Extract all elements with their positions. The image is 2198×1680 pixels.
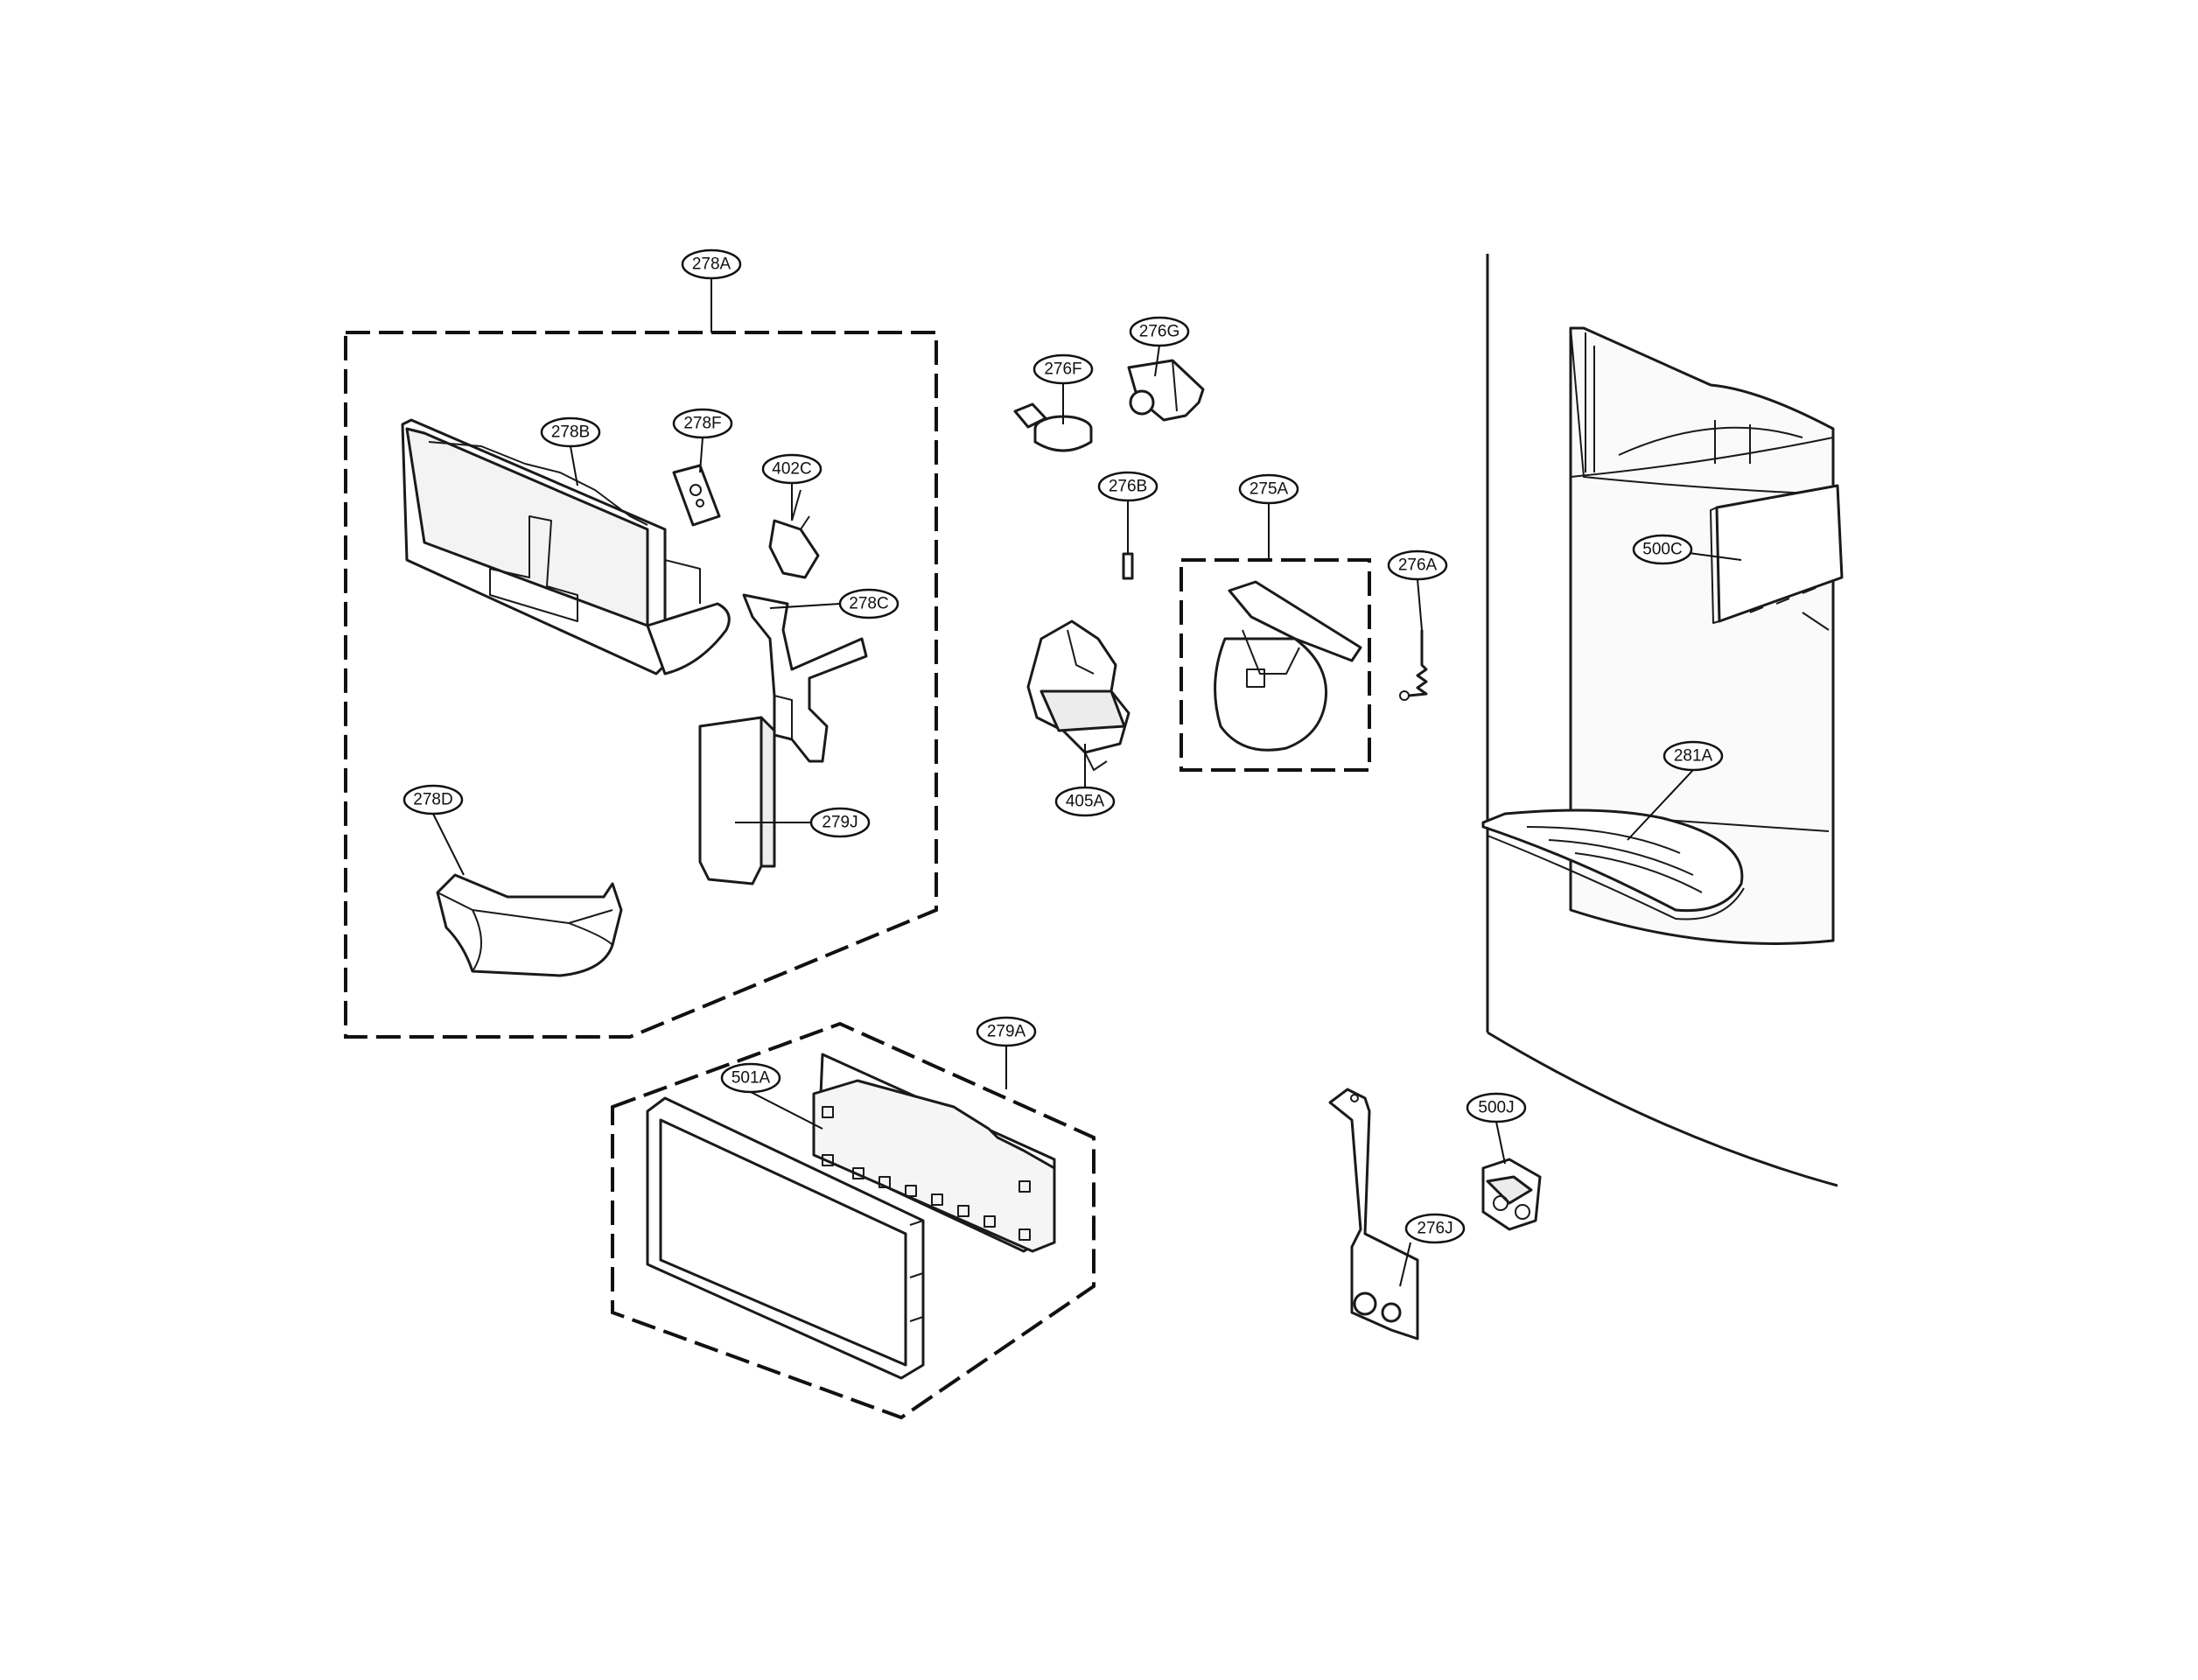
callout-278D: 278D <box>402 784 464 816</box>
label-278F: 278F <box>683 415 721 433</box>
label-276G: 276G <box>1139 323 1180 341</box>
callout-500C: 500C <box>1632 534 1693 565</box>
part-281A-tray <box>1481 808 1745 920</box>
callout-500J: 500J <box>1466 1092 1527 1124</box>
part-500J-connector <box>1481 1158 1542 1231</box>
part-278F-plate <box>672 464 721 527</box>
callout-278A: 278A <box>681 248 742 280</box>
part-278C-lever <box>742 593 868 763</box>
callout-276B: 276B <box>1097 471 1158 502</box>
callout-405A: 405A <box>1054 786 1116 817</box>
part-276J-bracket <box>1328 1088 1419 1340</box>
part-276G-motor-bracket <box>1127 359 1205 422</box>
group-279A-outline <box>611 1021 1096 1420</box>
leader-lines <box>432 278 1742 1287</box>
label-278D: 278D <box>413 791 452 809</box>
callout-279J: 279J <box>809 807 871 838</box>
callout-278B: 278B <box>540 416 601 448</box>
part-402C-switch <box>768 489 820 579</box>
part-278D-chute <box>436 873 623 977</box>
label-278C: 278C <box>849 595 888 613</box>
label-281A: 281A <box>1674 747 1713 766</box>
callout-278C: 278C <box>838 588 900 620</box>
part-276F-cam <box>1013 402 1093 452</box>
label-275A: 275A <box>1250 480 1289 499</box>
label-276J: 276J <box>1417 1220 1452 1238</box>
part-279A-bezel <box>646 1096 925 1380</box>
callout-278F: 278F <box>672 408 733 439</box>
callout-276G: 276G <box>1129 316 1190 347</box>
label-500J: 500J <box>1478 1099 1514 1117</box>
part-501A-pcb <box>812 1053 1056 1253</box>
callout-402C: 402C <box>761 453 822 485</box>
part-500C-plate <box>1710 484 1844 624</box>
part-279J-paddle <box>698 716 776 886</box>
label-402C: 402C <box>772 460 811 479</box>
part-276A-spring <box>1399 630 1428 701</box>
callout-279A: 279A <box>976 1016 1037 1047</box>
callout-276F: 276F <box>1032 354 1094 385</box>
label-276F: 276F <box>1044 360 1082 379</box>
group-278A-outline <box>344 331 938 1039</box>
part-405A-actuator <box>1026 620 1130 771</box>
label-278A: 278A <box>692 256 732 274</box>
label-501A: 501A <box>732 1069 771 1088</box>
part-275A-flap <box>1214 580 1362 752</box>
callout-501A: 501A <box>720 1062 781 1094</box>
callout-276A: 276A <box>1387 550 1448 581</box>
label-500C: 500C <box>1642 541 1682 559</box>
label-405A: 405A <box>1066 793 1105 811</box>
part-278B-housing <box>401 418 731 676</box>
label-279J: 279J <box>822 814 858 832</box>
cabinet-outline <box>1486 254 1838 1187</box>
label-278B: 278B <box>551 424 590 442</box>
label-276B: 276B <box>1109 478 1147 496</box>
label-279A: 279A <box>987 1023 1026 1041</box>
label-276A: 276A <box>1398 556 1438 575</box>
callout-281A: 281A <box>1662 740 1724 772</box>
callout-276J: 276J <box>1404 1213 1466 1244</box>
callout-275A: 275A <box>1238 473 1299 505</box>
